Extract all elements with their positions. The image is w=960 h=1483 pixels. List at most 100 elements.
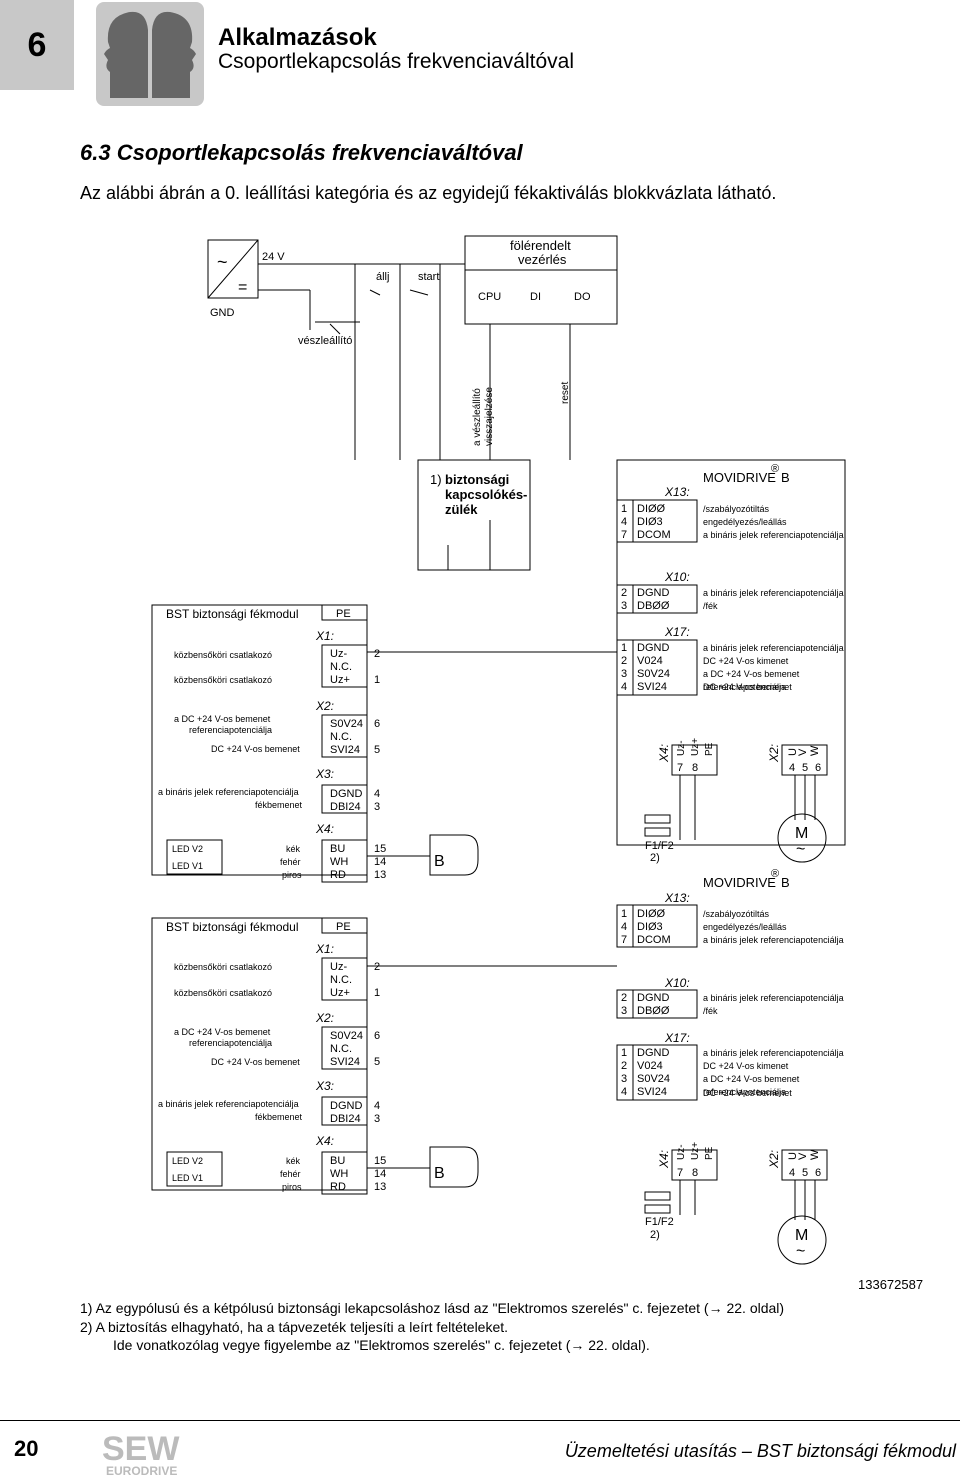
terminal-description: a bináris jelek referenciapotenciálja (703, 935, 844, 945)
doc-id: 133672587 (858, 1277, 924, 1292)
terminal-description: a DC +24 V-os bemenet (703, 1074, 800, 1084)
terminal-number: 6 (374, 718, 380, 730)
terminal-description: a bináris jelek referenciapotenciálja (703, 643, 844, 653)
wire-feher: fehér (280, 857, 301, 867)
terminal-name: DIØ3 (637, 921, 663, 933)
terminal-name: RD (330, 869, 346, 881)
x2-desc-3: DC +24 V-os bemenet (211, 744, 300, 754)
terminal-description: /fék (703, 1006, 718, 1016)
header-title: Alkalmazások (218, 24, 377, 51)
x1-terminals-2: Uz-2N.C.Uz+1 (330, 961, 380, 999)
terminal-name: DGND (330, 1100, 362, 1112)
x13-label-2: X13: (664, 891, 690, 905)
led-v1-2: LED V1 (172, 1173, 203, 1183)
terminal-number: 4 (374, 1100, 380, 1112)
terminal-number: 3 (374, 1113, 380, 1125)
x17-label: X17: (664, 625, 690, 639)
terminal-name: Uz- (330, 961, 347, 973)
kozben-1: közbensőköri csatlakozó (174, 650, 272, 660)
movidrive-registered: ® (771, 463, 779, 475)
label-cpu: CPU (478, 291, 501, 303)
x3-desc-2: fékbemenet (255, 800, 303, 810)
terminal-number: 13 (374, 869, 386, 881)
terminal-name: DCOM (637, 529, 671, 541)
terminal-description: /szabályozótiltás (703, 909, 770, 919)
footnote-2: 2) A biztosítás elhagyható, ha a tápveze… (80, 1319, 509, 1335)
terminal-number: 4 (621, 1086, 627, 1098)
x10-label-2: X10: (664, 976, 690, 990)
safety-title-1: biztonsági (445, 472, 509, 487)
fuse-ref-2: 2) (650, 1229, 660, 1241)
wire-kek: kék (286, 844, 301, 854)
terminal-name: DIØØ (637, 503, 666, 515)
terminal-name: N.C. (330, 974, 352, 986)
bst-pe: PE (336, 608, 351, 620)
x2-num-4-2: 4 (789, 1167, 795, 1179)
terminal-name: BU (330, 843, 345, 855)
terminal-number: 15 (374, 843, 386, 855)
footnote-3: Ide vonatkozólag vegye figyelembe az "El… (113, 1337, 650, 1353)
x2-u-2: U (787, 1152, 799, 1160)
terminal-name: DGND (637, 642, 669, 654)
footnote-1: 1) Az egypólusú és a kétpólusú biztonság… (80, 1300, 785, 1316)
terminal-name: DCOM (637, 934, 671, 946)
wire-feher-2: fehér (280, 1169, 301, 1179)
terminal-number: 4 (621, 921, 627, 933)
x4-num-7-2: 7 (677, 1167, 683, 1179)
terminal-number: 7 (621, 934, 627, 946)
terminal-name: S0V24 (330, 1030, 363, 1042)
terminal-description: a bináris jelek referenciapotenciálja (703, 530, 844, 540)
terminal-number: 3 (621, 600, 627, 612)
section-intro: Az alábbi ábrán a 0. leállítási kategóri… (80, 183, 777, 203)
terminal-number: 14 (374, 856, 386, 868)
x17-extra: DC +24 V-os bemenet (703, 682, 792, 692)
x2-v: V (797, 748, 809, 756)
page-number: 20 (14, 1436, 39, 1461)
terminal-description: a bináris jelek referenciapotenciálja (703, 588, 844, 598)
bst-title-2: BST biztonsági fékmodul (166, 920, 299, 934)
kozben-2: közbensőköri csatlakozó (174, 675, 272, 685)
x2-desc-3-2: DC +24 V-os bemenet (211, 1057, 300, 1067)
header-subtitle: Csoportlekapcsolás frekvenciaváltóval (218, 50, 575, 73)
terminal-name: N.C. (330, 661, 352, 673)
terminal-name: Uz+ (330, 674, 350, 686)
label-visszajelzes-2: visszajelzése (484, 387, 495, 446)
svg-text:SEW: SEW (102, 1430, 180, 1468)
x4-label-2: X4: (657, 1150, 671, 1169)
terminal-name: WH (330, 1168, 348, 1180)
x2-label: X2: (767, 744, 781, 763)
terminal-name: DBØØ (637, 1005, 670, 1017)
sew-logo-icon: SEW EURODRIVE (102, 1430, 180, 1478)
ps-equals: = (238, 279, 247, 296)
terminal-description: /fék (703, 601, 718, 611)
bst-title: BST biztonsági fékmodul (166, 607, 299, 621)
terminal-name: Uz+ (330, 987, 350, 999)
x4b-label: X4: (315, 822, 334, 836)
kozben-4: közbensőköri csatlakozó (174, 988, 272, 998)
terminal-number: 1 (374, 987, 380, 999)
terminal-name: DGND (330, 788, 362, 800)
movidrive-registered-2: ® (771, 868, 779, 880)
terminal-name: DIØ3 (637, 516, 663, 528)
terminal-name: RD (330, 1181, 346, 1193)
sew-logo: SEW EURODRIVE (100, 1428, 208, 1478)
terminal-number: 1 (374, 674, 380, 686)
movidrive-title-2: MOVIDRIVE (703, 875, 776, 890)
x4b-label-2: X4: (315, 1134, 334, 1148)
terminal-number: 2 (621, 1060, 627, 1072)
terminal-number: 4 (621, 681, 627, 693)
x2-w: W (809, 745, 821, 756)
brake-b: B (434, 853, 445, 870)
terminal-name: DGND (637, 587, 669, 599)
safety-title-2: kapcsolókés- (445, 487, 527, 502)
terminal-name: DBI24 (330, 801, 361, 813)
terminal-number: 1 (621, 503, 627, 515)
footer-divider (0, 1420, 960, 1421)
terminal-number: 1 (621, 1047, 627, 1059)
label-visszajelzes-1: a vészleállító (472, 388, 483, 446)
